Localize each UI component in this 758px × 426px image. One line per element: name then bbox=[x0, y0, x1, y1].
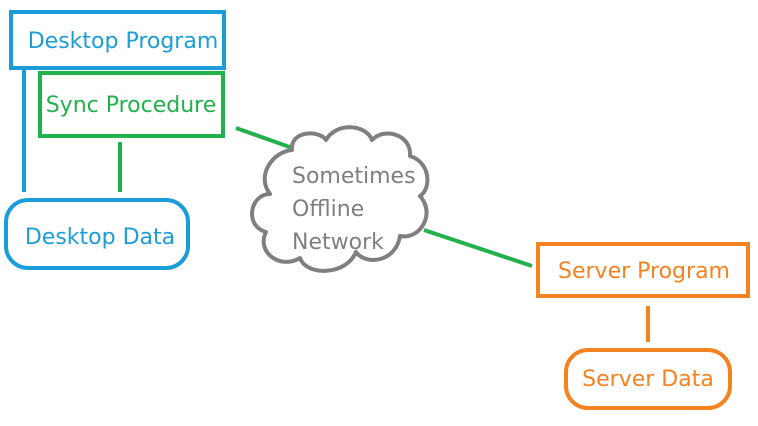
sync-procedure-box bbox=[38, 71, 225, 138]
network-cloud: Sometimes Offline Network bbox=[250, 125, 430, 273]
network-line-2: Offline bbox=[292, 197, 364, 222]
sync-procedure-label: Sync Procedure bbox=[46, 93, 217, 118]
server-program-box bbox=[536, 242, 750, 298]
connector-network-to-server-program bbox=[423, 228, 533, 268]
desktop-data-label: Desktop Data bbox=[25, 225, 175, 250]
desktop-program-label: Desktop Program bbox=[28, 29, 219, 54]
network-line-1: Sometimes bbox=[292, 164, 416, 189]
server-data-label: Server Data bbox=[582, 367, 714, 392]
connector-sync-to-network bbox=[235, 126, 299, 152]
cloud-shape bbox=[250, 125, 430, 273]
server-data-box bbox=[564, 348, 732, 410]
server-program-label: Server Program bbox=[558, 259, 730, 284]
desktop-data-box bbox=[4, 198, 190, 270]
desktop-program-box bbox=[9, 10, 226, 70]
network-line-3: Network bbox=[292, 230, 384, 255]
